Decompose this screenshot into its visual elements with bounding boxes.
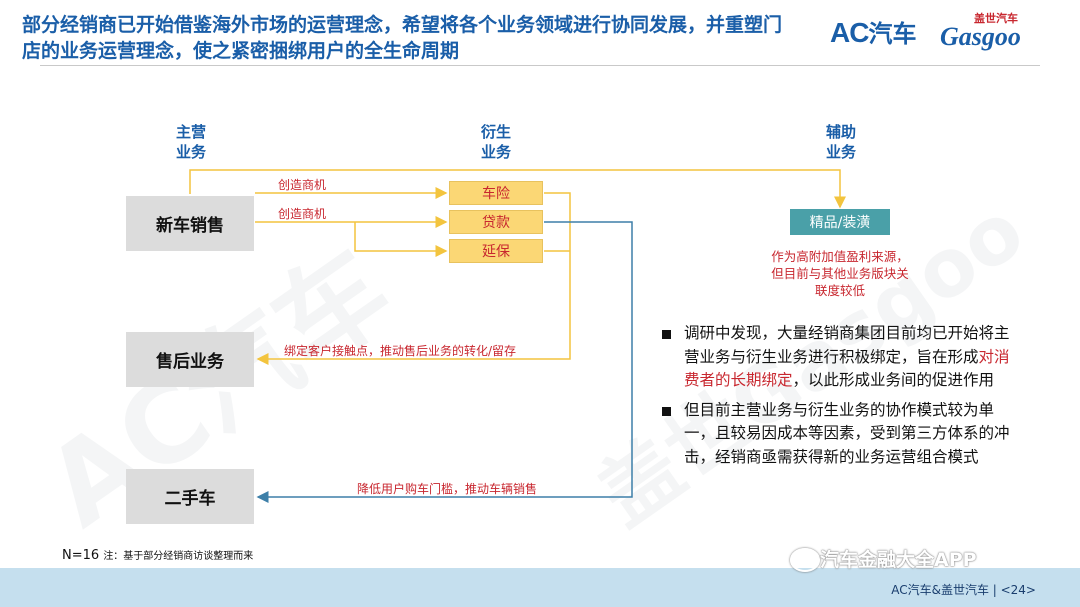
- label-bind-customer: 绑定客户接触点，推动售后业务的转化/留存: [284, 344, 517, 358]
- finding-item: 但目前主营业务与衍生业务的协作模式较为单一，且较易因成本等因素，受到第三方体系的…: [662, 399, 1022, 470]
- connector-to-warranty: [354, 222, 448, 257]
- box-loan: 贷款: [449, 210, 543, 234]
- box-after-sales: 售后业务: [126, 332, 254, 387]
- label-create-opportunity-top: 创造商机: [278, 178, 327, 192]
- label-create-opportunity-mid: 创造商机: [278, 207, 327, 221]
- footer-source: AC汽车&盖世汽车 | <24>: [891, 583, 1036, 597]
- sample-size: N=16: [62, 548, 100, 563]
- logo-gasgoo-cn: 盖世汽车: [974, 12, 1018, 25]
- title-divider: [40, 65, 1040, 66]
- auxiliary-note-line3: 联度较低: [814, 283, 865, 298]
- box-used-car: 二手车: [126, 469, 254, 524]
- column-head-derivative: 衍生 业务: [466, 122, 526, 162]
- ac-auto-logo: AC汽车: [830, 14, 916, 49]
- finding-text-before: 但目前主营业务与衍生业务的协作模式较为单一，且较易因成本等因素，受到第三方体系的…: [684, 400, 1010, 466]
- box-extended-warranty: 延保: [449, 239, 543, 263]
- auxiliary-note: 作为高附加值盈利来源， 但目前与其他业务版块关 联度较低: [760, 248, 920, 299]
- logo-ac-latin: AC: [830, 17, 869, 48]
- column-head-auxiliary-line2: 业务: [825, 143, 856, 161]
- finding-highlight: 对消费者的长期绑定: [684, 347, 1010, 390]
- column-head-main-line2: 业务: [175, 143, 206, 161]
- wechat-watermark: 汽车金融大全APP: [820, 549, 977, 571]
- box-new-car-sales: 新车销售: [126, 196, 254, 251]
- column-head-main-line1: 主营: [175, 123, 206, 141]
- auxiliary-note-line2: 但目前与其他业务版块关: [771, 266, 909, 281]
- finding-item: 调研中发现，大量经销商集团目前均已开始将主营业务与衍生业务进行积极绑定，旨在形成…: [662, 322, 1022, 393]
- connector-to-usedcar: [256, 221, 633, 503]
- box-insurance: 车险: [449, 181, 543, 205]
- column-head-derivative-line1: 衍生: [480, 123, 511, 141]
- column-head-auxiliary-line1: 辅助: [825, 123, 856, 141]
- footnote: N=16 注：基于部分经销商访谈整理而来: [62, 547, 253, 563]
- finding-text-before: 调研中发现，大量经销商集团目前均已开始将主营业务与衍生业务进行积极绑定，旨在形成: [684, 324, 1010, 366]
- column-head-main: 主营 业务: [161, 122, 221, 162]
- label-lower-threshold: 降低用户购车门槛，推动车辆销售: [357, 482, 538, 496]
- gasgoo-logo: 盖世汽车 Gasgoo: [940, 10, 1060, 51]
- footer-bar: [0, 568, 1080, 607]
- page-title: 部分经销商已开始借鉴海外市场的运营理念，希望将各个业务领域进行协同发展，并重塑门…: [22, 14, 783, 62]
- connector-to-auxiliary: [189, 169, 846, 209]
- bullet-square-icon: [662, 406, 671, 416]
- auxiliary-note-line1: 作为高附加值盈利来源，: [771, 249, 909, 264]
- finding-text-after: ，以此形成业务间的促进作用: [792, 371, 995, 389]
- box-accessories: 精品/装潢: [790, 209, 890, 235]
- bullet-square-icon: [662, 330, 671, 339]
- connector-to-aftersales: [256, 192, 571, 365]
- wechat-icon: [790, 548, 820, 572]
- column-head-derivative-line2: 业务: [480, 143, 511, 161]
- column-head-auxiliary: 辅助 业务: [811, 122, 871, 162]
- findings-list: 调研中发现，大量经销商集团目前均已开始将主营业务与衍生业务进行积极绑定，旨在形成…: [662, 322, 1022, 475]
- footnote-note: 注：基于部分经销商访谈整理而来: [103, 551, 254, 562]
- logo-gasgoo-en: Gasgoo: [940, 22, 1021, 51]
- logo-ac-cn: 汽车: [868, 20, 917, 48]
